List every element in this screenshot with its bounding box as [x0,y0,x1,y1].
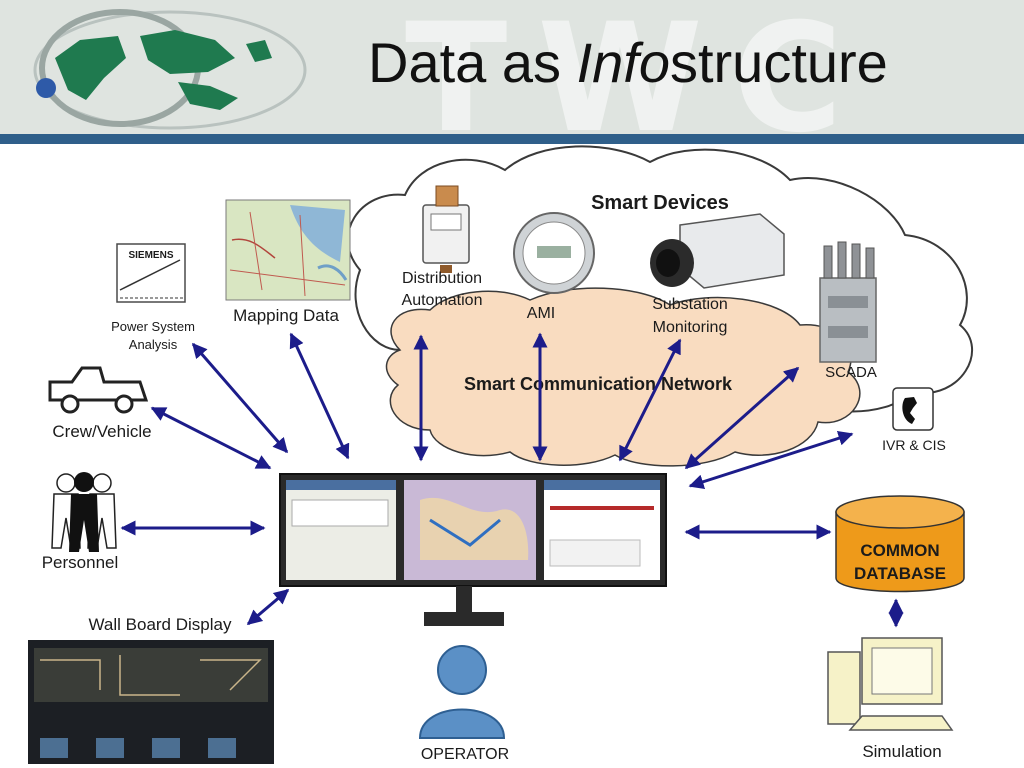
crew-vehicle-truck-icon [48,366,149,414]
distribution-automation-device-icon [422,185,470,273]
simulation-label: Simulation [862,742,941,761]
arrow-crew-vehicle [150,406,272,470]
substation-camera-icon [650,213,785,289]
ami-meter-icon [513,212,595,294]
smart-devices-label: Smart Devices [591,192,729,214]
power-system-analysis-icon [116,243,186,303]
map-image-icon [225,199,351,301]
ivr-cis-label: IVR & CIS [882,437,946,453]
operator-monitors-icon [279,473,667,626]
common-database-icon [835,495,965,593]
operator-person-icon [418,645,506,739]
mapping-data-label: Mapping Data [233,306,339,325]
scada-equipment-icon [819,241,877,363]
title-part-1: Data as [368,31,577,94]
personnel-label: Personnel [42,553,119,572]
personnel-icon [51,472,117,552]
crew-vehicle-label: Crew/Vehicle [52,422,151,441]
wall-board-photo-icon [28,640,274,764]
common-database-label-line1: COMMON [860,541,939,560]
operator-label: OPERATOR [421,746,509,763]
simulation-computer-icon [827,637,954,731]
substation-monitoring-label-line1: Substation [652,296,728,313]
substation-monitoring-label-line2: Monitoring [653,319,728,336]
arrow-mapping-data [289,332,350,460]
watermark-text: TWC [405,0,873,134]
smart-communication-network-label: Smart Communication Network [464,374,733,394]
ami-label: AMI [527,305,555,322]
title-part-italic: Info [576,31,670,94]
common-database-label-line2: DATABASE [854,564,946,583]
scada-label: SCADA [825,364,877,381]
distribution-automation-label-line2: Automation [402,292,483,309]
arrow-substation-monitoring [618,338,682,462]
title-part-2: structure [669,31,888,94]
arrow-ivr-cis [688,430,854,490]
slide-title: Data as Infostructure [368,30,888,95]
wall-board-display-label: Wall Board Display [89,615,232,634]
globe-logo-icon [33,9,307,130]
siemens-label: SIEMENS [128,250,173,261]
distribution-automation-label-line1: Distribution [402,270,482,287]
arrow-wall-board-display [246,588,290,626]
header-bar [0,134,1024,144]
phone-icon [892,387,934,431]
